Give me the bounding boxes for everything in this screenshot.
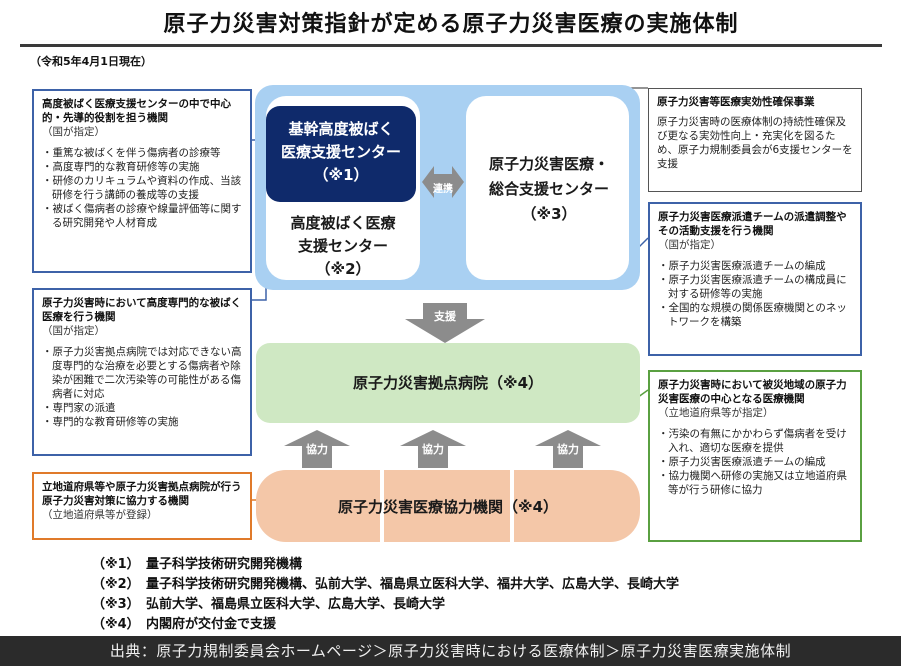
renkei-label: 連携 (433, 184, 453, 195)
footnote-mark: （※2） (92, 577, 140, 592)
list-item: ・全国的な規模の関係医療機関とのネットワークを構築 (658, 302, 847, 328)
callout-kikan-center: 高度被ばく医療支援センターの中で中心的・先導的役割を担う機関 （国が指定） ・重… (32, 89, 252, 273)
list-item: ・原子力災害拠点病院では対応できない高度専門的な治療を必要とする傷病者や除染が困… (42, 346, 242, 400)
footnote-text: 内閣府が交付金で支援 (146, 617, 277, 632)
footnote-row: （※3） 弘前大学、福島県立医科大学、広島大学、長崎大学 (92, 595, 679, 615)
kyoryoku-kikan-label: 原子力災害医療協力機関（※4） (337, 498, 559, 516)
list-item: ・研修のカリキュラムや資料の作成、当該研修を行う講師の養成等の支援 (42, 175, 242, 201)
callout-body: 原子力災害時の医療体制の持続性確保及び更なる実効性向上・充実化を図るため、原子力… (657, 116, 853, 170)
list-item: ・専門的な教育研修等の実施 (42, 416, 179, 428)
footnote-text: 弘前大学、福島県立医科大学、広島大学、長崎大学 (146, 597, 446, 612)
callout-sub: （立地道府県等が登録） (42, 509, 158, 521)
title-divider (20, 44, 882, 47)
band-divider (510, 470, 514, 542)
page-title: 原子力災害対策指針が定める原子力災害医療の実施体制 (163, 12, 739, 37)
kyoryoku-label: 協力 (557, 443, 579, 456)
callout-sub: （国が指定） (658, 239, 721, 251)
koudo-line-3: （※2） (315, 260, 371, 278)
kyoten-hospital-band (256, 343, 640, 423)
callout-list: ・原子力災害拠点病院では対応できない高度専門的な治療を必要とする傷病者や除染が困… (42, 345, 242, 429)
list-item: ・専門家の派遣 (42, 402, 116, 414)
koudo-line-1: 高度被ばく医療 (290, 214, 396, 232)
sogo-line-2: 総合支援センター (488, 180, 609, 198)
kyoryoku-label: 協力 (306, 443, 328, 456)
sogo-line-3: （※3） (521, 205, 577, 223)
footnote-mark: （※3） (92, 597, 140, 612)
callout-sogo-center: 原子力災害医療派遣チームの派遣調整やその活動支援を行う機関 （国が指定） ・原子… (648, 202, 862, 356)
kikan-line-3: （※1） (313, 166, 369, 184)
callout-list: ・汚染の有無にかかわらず傷病者を受け入れ、適切な医療を提供 ・原子力災害医療派遣… (658, 427, 852, 497)
list-item: ・原子力災害医療派遣チームの編成 (658, 456, 826, 468)
list-item: ・高度専門的な教育研修等の実施 (42, 161, 200, 173)
kikan-line-1: 基幹高度被ばく (288, 120, 394, 138)
callout-sub: （国が指定） (42, 325, 105, 337)
callout-heading: 原子力災害時において被災地域の原子力災害医療の中心となる医療機関 (658, 379, 847, 405)
kikan-line-2: 医療支援センター (280, 143, 401, 161)
source-caption: 出典：原子力規制委員会ホームページ＞原子力災害時における医療体制＞原子力災害医療… (0, 636, 901, 666)
list-item: ・原子力災害医療派遣チームの編成 (658, 260, 826, 272)
callout-list: ・重篤な被ばくを伴う傷病者の診療等 ・高度専門的な教育研修等の実施 ・研修のカリ… (42, 146, 242, 230)
list-item: ・原子力災害医療派遣チームの構成員に対する研修等の実施 (658, 274, 847, 300)
koudo-line-2: 支援センター (297, 237, 388, 255)
footnote-text: 量子科学技術研究開発機構、弘前大学、福島県立医科大学、福井大学、広島大学、長崎大… (146, 577, 680, 592)
kyoryoku-arrow-icon (535, 430, 601, 468)
callout-kyoryoku-kikan: 立地道府県等や原子力災害拠点病院が行う原子力災害対策に協力する機関 （立地道府県… (32, 472, 252, 540)
shien-label: 支援 (434, 310, 456, 323)
kyoryoku-arrow-icon (400, 430, 466, 468)
shien-arrow-icon (405, 303, 485, 343)
footnotes: （※1） 量子科学技術研究開発機構 （※2） 量子科学技術研究開発機構、弘前大学、福… (92, 555, 679, 635)
callout-heading: 高度被ばく医療支援センターの中で中心的・先導的役割を担う機関 (42, 98, 231, 124)
koudo-center-label: 高度被ばく医療 支援センター （※2） (266, 212, 420, 281)
callout-kyoten-hospital: 原子力災害時において被災地域の原子力災害医療の中心となる医療機関 （立地道府県等… (648, 370, 862, 542)
footnote-row: （※2） 量子科学技術研究開発機構、弘前大学、福島県立医科大学、福井大学、広島大学… (92, 575, 679, 595)
footnote-row: （※1） 量子科学技術研究開発機構 (92, 555, 679, 575)
callout-heading: 原子力災害時において高度専門的な被ばく医療を行う機関 (42, 297, 242, 323)
kikan-center-box: 基幹高度被ばく 医療支援センター （※1） (266, 106, 416, 202)
callout-sub: （立地道府県等が指定） (658, 407, 774, 419)
callout-heading: 立地道府県等や原子力災害拠点病院が行う原子力災害対策に協力する機関 (42, 481, 242, 507)
footnote-mark: （※1） (92, 557, 140, 572)
kyoryoku-arrow-icon (284, 430, 350, 468)
kyoryoku-kikan-band (256, 470, 640, 542)
band-divider (380, 470, 384, 542)
callout-jikkosei-jigyo: 原子力災害等医療実効性確保事業 原子力災害時の医療体制の持続性確保及び更なる実効… (648, 88, 862, 192)
footnote-row: （※4） 内閣府が交付金で支援 (92, 615, 679, 635)
list-item: ・被ばく傷病者の診療や線量評価等に関する研究開発や人材育成 (42, 203, 242, 229)
kyoten-hospital-label: 原子力災害拠点病院（※4） (352, 374, 544, 392)
callout-heading: 原子力災害等医療実効性確保事業 (657, 96, 815, 108)
footnote-text: 量子科学技術研究開発機構 (146, 557, 303, 572)
sogo-center-label: 原子力災害医療・ 総合支援センター （※3） (470, 152, 628, 227)
list-item: ・汚染の有無にかかわらず傷病者を受け入れ、適切な医療を提供 (658, 428, 847, 454)
renkei-arrow-icon (422, 166, 464, 198)
footnote-mark: （※4） (92, 617, 140, 632)
callout-heading: 原子力災害医療派遣チームの派遣調整やその活動支援を行う機関 (658, 211, 847, 237)
sogo-line-1: 原子力災害医療・ (488, 155, 609, 173)
list-item: ・協力機関へ研修の実施又は立地道府県等が行う研修に協力 (658, 470, 847, 496)
list-item: ・重篤な被ばくを伴う傷病者の診療等 (42, 147, 221, 159)
sogo-center-panel (466, 96, 629, 280)
callout-list: ・原子力災害医療派遣チームの編成 ・原子力災害医療派遣チームの構成員に対する研修… (658, 259, 852, 329)
callout-sub: （国が指定） (42, 126, 105, 138)
date-note: （令和5年4月1日現在） (30, 55, 152, 68)
kyoryoku-label: 協力 (422, 443, 444, 456)
callout-koudo-center: 原子力災害時において高度専門的な被ばく医療を行う機関 （国が指定） ・原子力災害… (32, 288, 252, 456)
